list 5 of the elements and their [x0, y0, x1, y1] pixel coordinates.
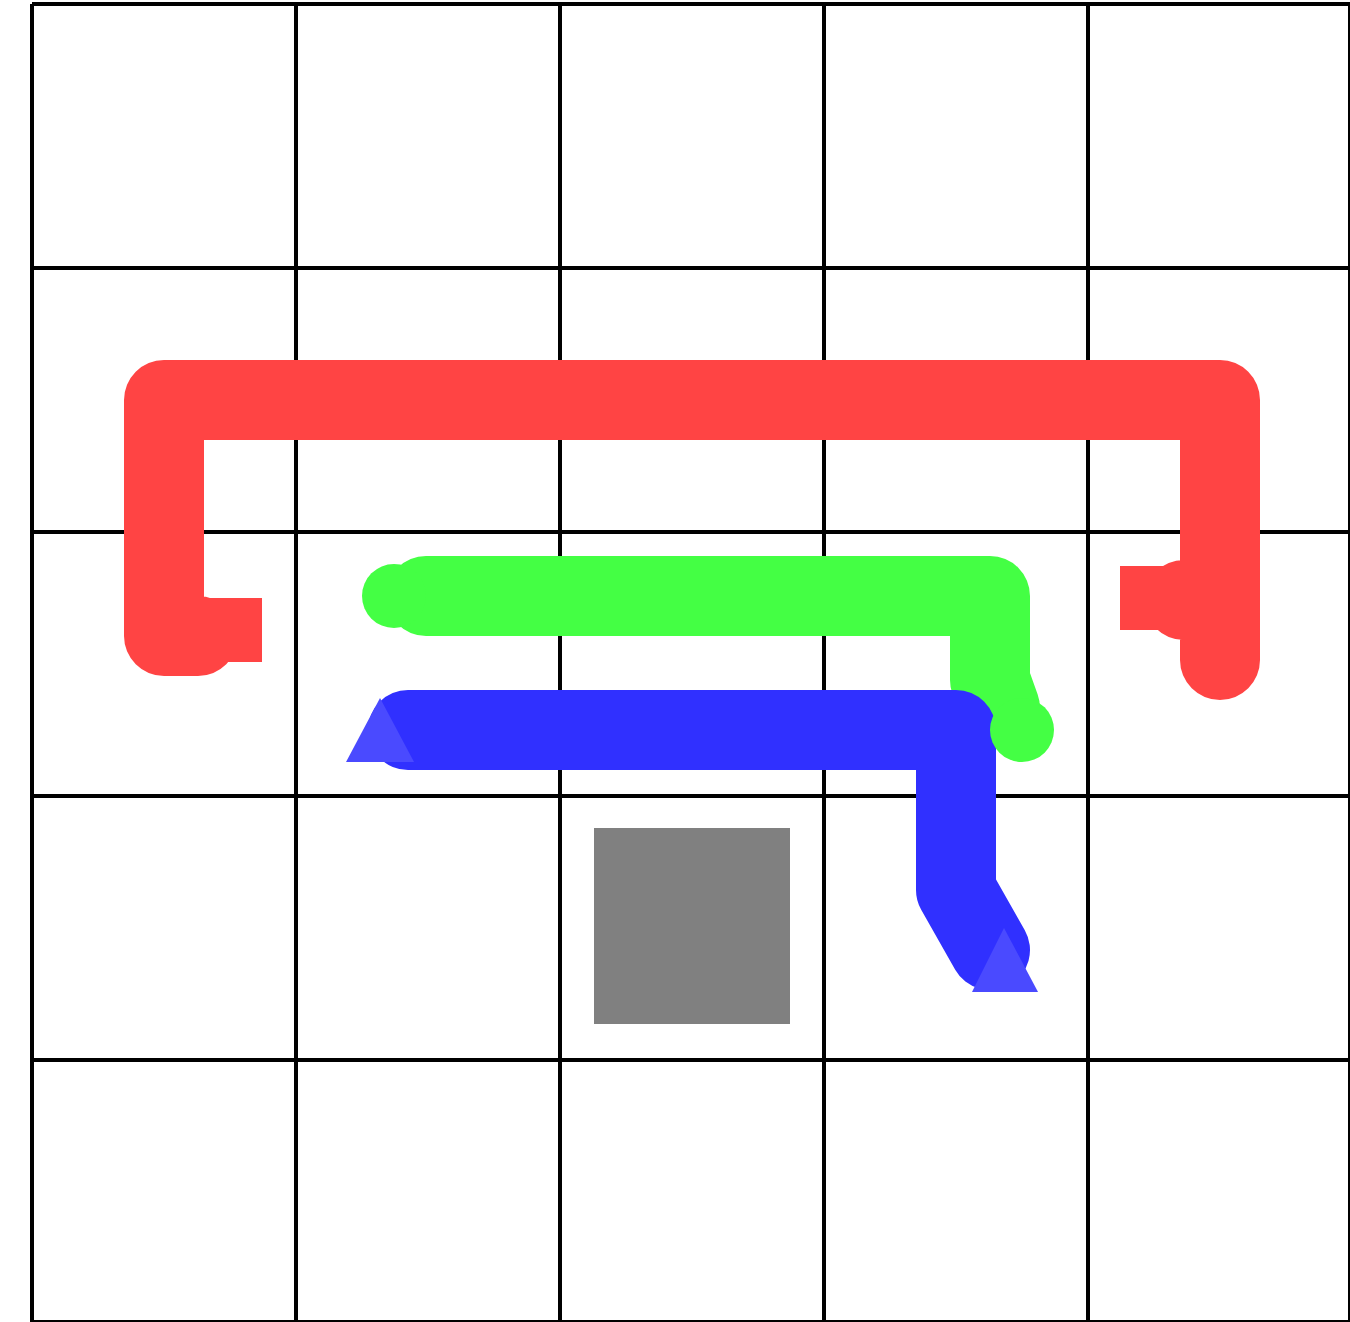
- circle-marker: [990, 698, 1054, 762]
- triangle-marker: [972, 928, 1038, 992]
- path-line: [124, 360, 1260, 700]
- triangle-marker: [346, 698, 414, 762]
- obstacle-block: [594, 828, 790, 1024]
